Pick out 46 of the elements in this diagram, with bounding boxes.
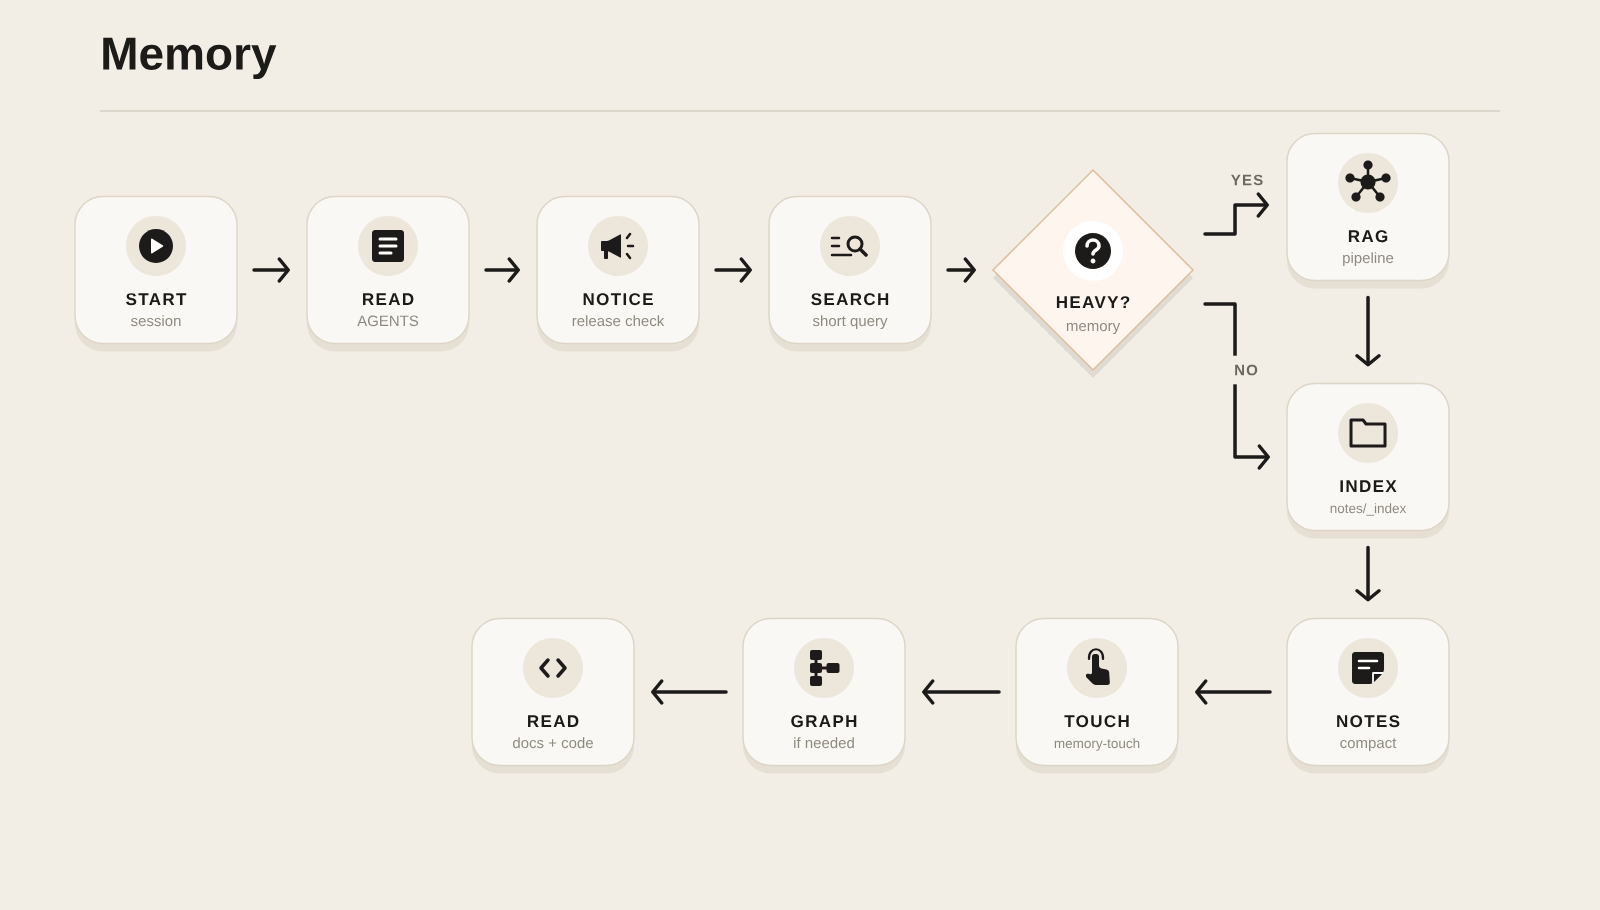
arrow: [922, 679, 1001, 705]
arrow: [1195, 679, 1272, 705]
step-title: INDEX: [1340, 480, 1397, 492]
process-box: [74, 195, 238, 352]
edge-label: NO: [1230, 355, 1262, 385]
step-subtitle: memory-touch: [1054, 738, 1140, 751]
edge-label: YES: [1226, 173, 1268, 187]
step-subtitle: docs + code: [513, 737, 593, 749]
process-box: [536, 195, 700, 352]
step-title: GRAPH: [791, 715, 857, 728]
step-title: TOUCH: [1064, 715, 1129, 728]
step-title: HEAVY?: [1056, 296, 1130, 308]
step-subtitle: release check: [572, 315, 665, 327]
step-title: START: [126, 293, 187, 306]
step-title: NOTICE: [583, 293, 653, 306]
step-subtitle: compact: [1340, 738, 1397, 752]
process-box: [471, 617, 635, 774]
step-title: NOTES: [1337, 715, 1400, 728]
process-box: [1286, 132, 1450, 289]
arrow: [946, 257, 976, 283]
process-box: [768, 195, 932, 352]
process-box: [742, 617, 906, 774]
arrow: [252, 257, 290, 283]
step-subtitle: short query: [812, 315, 888, 330]
arrow: [484, 257, 520, 283]
process-box: [1286, 617, 1450, 774]
arrow: [714, 257, 752, 283]
step-title: READ: [363, 293, 414, 305]
step-subtitle: if needed: [794, 737, 854, 749]
arrow: [1203, 192, 1269, 236]
process-box: [1015, 617, 1179, 774]
step-subtitle: memory: [1066, 322, 1121, 335]
process-box: [306, 195, 470, 352]
title: Memory: [103, 37, 277, 80]
step-title: RAG: [1348, 230, 1388, 243]
step-subtitle: notes/_index: [1330, 503, 1407, 516]
step-title: READ: [528, 715, 579, 727]
step-title: SEARCH: [811, 293, 889, 306]
arrow: [1203, 302, 1270, 470]
arrow: [1355, 295, 1381, 367]
arrow: [1355, 545, 1381, 602]
process-box: [1286, 382, 1450, 539]
step-subtitle: session: [131, 315, 181, 327]
step-subtitle: AGENTS: [357, 315, 419, 327]
step-subtitle: pipeline: [1343, 252, 1394, 267]
arrow: [651, 679, 728, 705]
